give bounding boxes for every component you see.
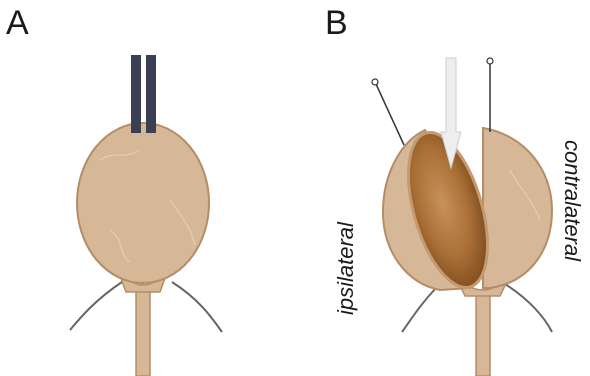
bladder-body-a	[77, 123, 209, 283]
ipsilateral-label: ipsilateral	[335, 222, 357, 315]
nerve-left-a	[70, 282, 122, 330]
panel-b-organ	[372, 58, 552, 376]
nerve-left-b	[402, 288, 436, 332]
pin-ipsilateral	[376, 84, 404, 145]
stalk-b	[476, 290, 490, 376]
contralateral-label: contralateral	[561, 140, 583, 261]
pin-ipsilateral-head	[372, 79, 378, 85]
panel-a-organ	[70, 55, 222, 376]
contralateral-half	[483, 128, 552, 288]
stalk-a	[136, 285, 150, 376]
nerve-right-b	[505, 284, 552, 332]
panel-label-b: B	[325, 6, 348, 40]
nerve-right-a	[172, 282, 222, 332]
clamp-right	[146, 55, 156, 133]
panel-label-a: A	[6, 6, 29, 40]
clamp-left	[131, 55, 141, 133]
pin-contralateral-head	[487, 58, 493, 64]
